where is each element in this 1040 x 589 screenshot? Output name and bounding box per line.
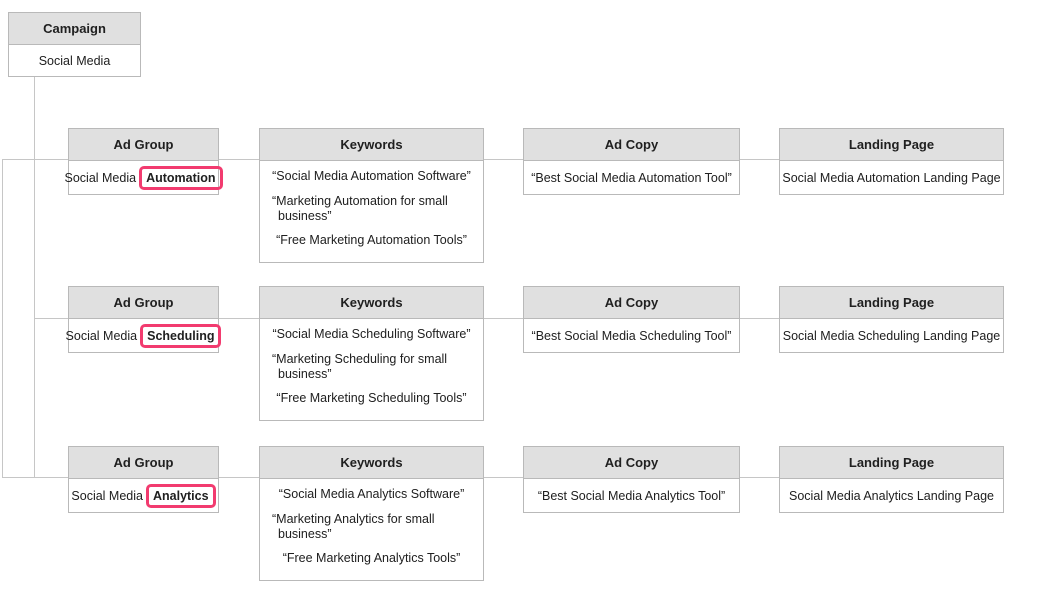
- ad-group-node-automation[interactable]: Ad Group Social Media Automation: [65, 128, 223, 195]
- connector-line: [484, 318, 523, 319]
- connector-line: [2, 477, 68, 478]
- keyword-item: “Social Media Scheduling Software”: [272, 327, 471, 341]
- ad-group-header: Ad Group: [69, 447, 218, 479]
- keywords-node-analytics[interactable]: Keywords “Social Media Analytics Softwar…: [259, 446, 484, 581]
- landing-page-node-automation[interactable]: Landing Page Social Media Automation Lan…: [779, 128, 1004, 195]
- connector-line: [219, 477, 259, 478]
- keyword-item: “Marketing Automation for small business…: [272, 193, 448, 223]
- ad-copy-header: Ad Copy: [524, 287, 739, 319]
- keyword-item: “Free Marketing Analytics Tools”: [282, 551, 461, 566]
- keywords-node-automation[interactable]: Keywords “Social Media Automation Softwa…: [259, 128, 484, 263]
- keywords-body: “Social Media Automation Software” “Mark…: [260, 161, 483, 262]
- ad-group-highlight-box[interactable]: Automation: [139, 165, 223, 190]
- ad-group-text: Social Media: [64, 170, 137, 185]
- ad-group-text: Social Media: [65, 328, 138, 343]
- ad-copy-text: “Best Social Media Scheduling Tool”: [531, 328, 732, 343]
- keyword-item: “Free Marketing Automation Tools”: [276, 233, 467, 248]
- connector-line: [740, 318, 779, 319]
- campaign-name: Social Media: [38, 53, 111, 68]
- ad-copy-node-automation[interactable]: Ad Copy “Best Social Media Automation To…: [523, 128, 740, 195]
- ad-group-body: Social Media Analytics: [69, 479, 218, 512]
- connector-line: [740, 159, 779, 160]
- connector-line: [34, 318, 68, 319]
- ad-group-header: Ad Group: [69, 129, 218, 161]
- connector-line: [219, 159, 259, 160]
- keyword-item: “Marketing Analytics for small business”: [272, 511, 435, 541]
- ad-copy-node-analytics[interactable]: Ad Copy “Best Social Media Analytics Too…: [523, 446, 740, 513]
- ad-group-node-scheduling[interactable]: Ad Group Social Media Scheduling: [65, 286, 222, 353]
- keyword-item: “Social Media Automation Software”: [272, 169, 471, 183]
- keyword-item: “Social Media Analytics Software”: [278, 487, 465, 501]
- landing-page-text: Social Media Automation Landing Page: [782, 170, 1001, 185]
- ad-copy-header: Ad Copy: [524, 447, 739, 479]
- keywords-header: Keywords: [260, 447, 483, 479]
- keyword-item: “Free Marketing Scheduling Tools”: [276, 391, 467, 406]
- ad-group-node-analytics[interactable]: Ad Group Social Media Analytics: [68, 446, 219, 513]
- ad-copy-text: “Best Social Media Analytics Tool”: [537, 488, 726, 503]
- ad-group-header: Ad Group: [69, 287, 218, 319]
- ad-group-highlight-box[interactable]: Scheduling: [140, 323, 222, 348]
- connector-line: [484, 159, 523, 160]
- landing-page-node-analytics[interactable]: Landing Page Social Media Analytics Land…: [779, 446, 1004, 513]
- ad-copy-node-scheduling[interactable]: Ad Copy “Best Social Media Scheduling To…: [523, 286, 740, 353]
- connector-line: [2, 159, 68, 160]
- connector-line: [484, 477, 523, 478]
- landing-page-header: Landing Page: [780, 287, 1003, 319]
- ad-group-text: Social Media: [71, 488, 143, 503]
- keywords-node-scheduling[interactable]: Keywords “Social Media Scheduling Softwa…: [259, 286, 484, 421]
- landing-page-header: Landing Page: [780, 447, 1003, 479]
- ad-group-body: Social Media Scheduling: [65, 319, 222, 352]
- keyword-item: “Marketing Scheduling for small business…: [272, 351, 448, 381]
- landing-page-text: Social Media Scheduling Landing Page: [782, 328, 1001, 343]
- connector-line: [219, 318, 259, 319]
- ad-group-highlight-box[interactable]: Analytics: [145, 483, 216, 508]
- keywords-header: Keywords: [260, 129, 483, 161]
- landing-page-header: Landing Page: [780, 129, 1003, 161]
- landing-page-text: Social Media Analytics Landing Page: [789, 488, 994, 503]
- ad-copy-header: Ad Copy: [524, 129, 739, 161]
- connector-line: [34, 76, 35, 478]
- ad-copy-text: “Best Social Media Automation Tool”: [531, 170, 732, 185]
- campaign-header: Campaign: [9, 13, 140, 45]
- connector-line: [2, 159, 3, 478]
- keywords-body: “Social Media Scheduling Software” “Mark…: [260, 319, 483, 420]
- landing-page-node-scheduling[interactable]: Landing Page Social Media Scheduling Lan…: [779, 286, 1004, 353]
- campaign-node[interactable]: Campaign Social Media: [8, 12, 141, 77]
- keywords-body: “Social Media Analytics Software” “Marke…: [260, 479, 483, 580]
- connector-line: [740, 477, 779, 478]
- keywords-header: Keywords: [260, 287, 483, 319]
- ad-group-body: Social Media Automation: [65, 161, 223, 194]
